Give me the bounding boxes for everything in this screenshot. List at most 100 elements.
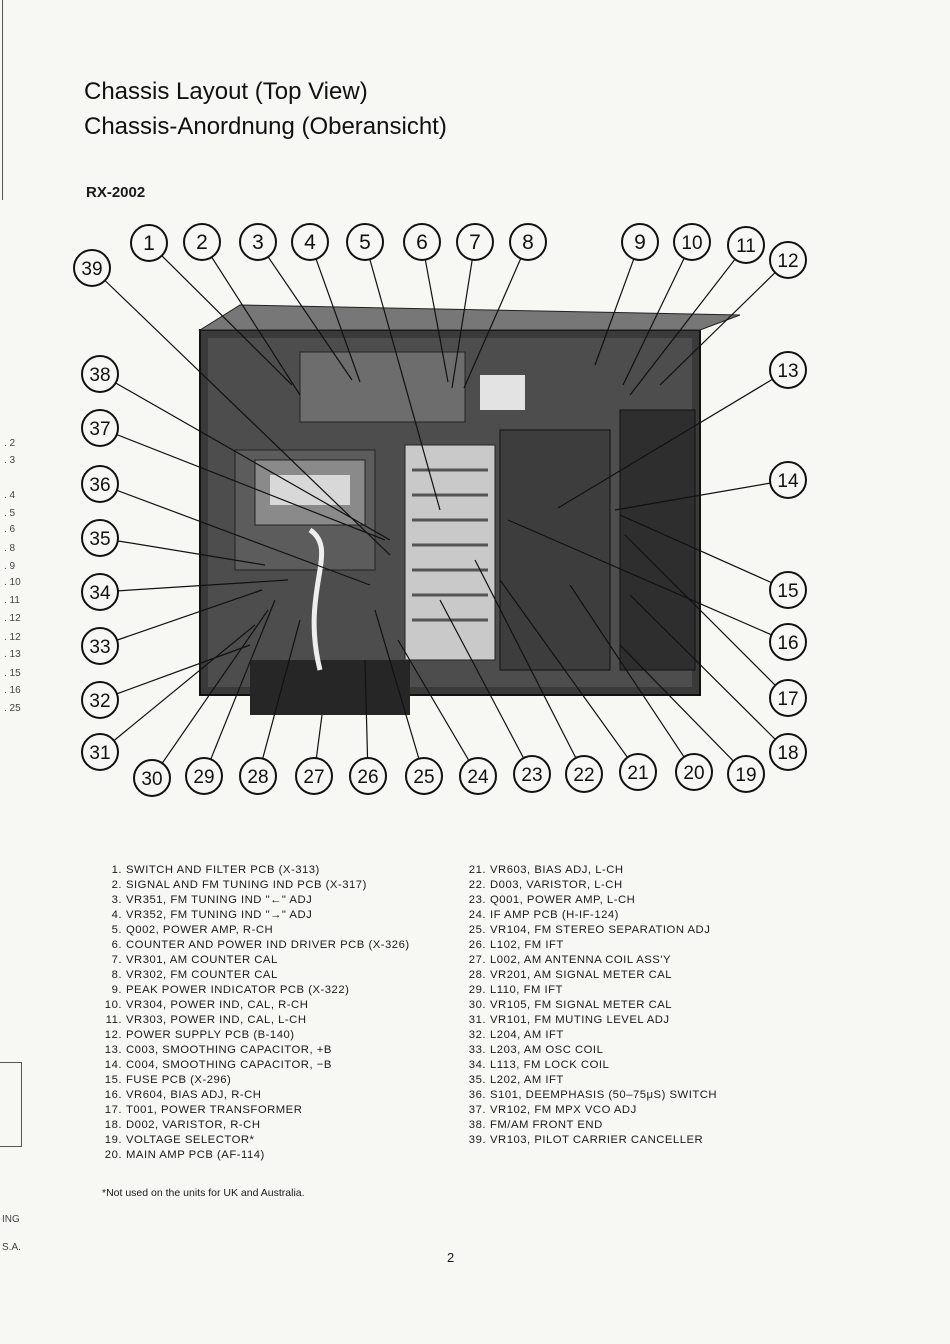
callout-marker: 17 (769, 679, 807, 717)
callout-number: 10 (681, 233, 702, 254)
legend-item-text: Q001, POWER AMP, L-CH (490, 894, 636, 906)
callout-marker: 4 (291, 223, 329, 261)
legend-item: 38.FM/AM FRONT END (462, 1118, 882, 1133)
callout-number: 12 (777, 251, 798, 272)
callout-number: 15 (777, 581, 798, 602)
leader-line (594, 241, 641, 366)
leader-line (201, 241, 301, 396)
legend-item-text: VR102, FM MPX VCO ADJ (490, 1104, 637, 1116)
callout-circle (769, 461, 807, 499)
legend-item-number: 35. (468, 1074, 486, 1086)
margin-mark: . 12 (4, 613, 21, 624)
legend-item: 8.VR302, FM COUNTER CAL (98, 968, 458, 983)
legend-item-number: 17. (104, 1104, 122, 1116)
callout-number: 33 (89, 637, 110, 658)
legend-item-number: 21. (468, 864, 486, 876)
scan-edge-line (0, 1062, 22, 1063)
leader-line (309, 241, 361, 383)
legend-item: 39. VR103, PILOT CARRIER CANCELLER (462, 1133, 882, 1148)
legend-item-text: VR103, PILOT CARRIER CANCELLER (490, 1134, 704, 1146)
callout-number: 3 (252, 231, 264, 254)
legend-item: 20.MAIN AMP PCB (AF-114) (98, 1148, 458, 1163)
legend-item-number: 30. (468, 999, 486, 1011)
callout-circle (81, 519, 119, 557)
scan-edge-line (0, 1146, 22, 1147)
callout-marker: 10 (673, 223, 711, 261)
legend-item-number: 39. (468, 1134, 486, 1146)
legend-item: 11.VR303, POWER IND, CAL, L-CH (98, 1013, 458, 1028)
leader-line (397, 639, 479, 777)
legend-item-text: VR304, POWER IND, CAL, R-CH (126, 999, 309, 1011)
legend-item-number: 31. (468, 1014, 486, 1026)
callout-marker: 20 (675, 753, 713, 791)
legend-item-number: 34. (468, 1059, 486, 1071)
callout-circle (185, 757, 223, 795)
callout-circle (81, 733, 119, 771)
callout-number: 6 (416, 231, 428, 254)
callout-circle (81, 627, 119, 665)
legend-item-number: 23. (468, 894, 486, 906)
legend-item-number: 18. (104, 1119, 122, 1131)
legend-item: 21. VR603, BIAS ADJ, L-CH (462, 863, 882, 878)
legend-item: 25.VR104, FM STEREO SEPARATION ADJ (462, 923, 882, 938)
leader-line (629, 244, 747, 396)
legend-item-text: VR352, FM TUNING IND "→" ADJ (126, 909, 313, 921)
leader-line (151, 609, 269, 779)
legend-item-number: 37. (468, 1104, 486, 1116)
legend-item: 35.L202, AM IFT (462, 1073, 882, 1088)
legend-item: 5.Q002, POWER AMP, R-CH (98, 923, 458, 938)
legend-item: 14.C004, SMOOTHING CAPACITOR, −B (98, 1058, 458, 1073)
margin-mark: . 11 (4, 595, 20, 606)
callout-number: 9 (634, 231, 646, 254)
callout-circle (81, 573, 119, 611)
legend-item-number: 27. (468, 954, 486, 966)
callout-number: 25 (413, 767, 434, 788)
callout-marker: 31 (81, 733, 119, 771)
legend-item-number: 28. (468, 969, 486, 981)
callout-marker: 33 (81, 627, 119, 665)
callout-number: 16 (777, 633, 798, 654)
callout-marker: 1 (130, 224, 168, 262)
callout-number: 37 (89, 419, 110, 440)
callout-circle (81, 355, 119, 393)
legend-item: 6. COUNTER AND POWER IND DRIVER PCB (X-32… (98, 938, 458, 953)
legend-item-text: VR603, BIAS ADJ, L-CH (490, 864, 624, 876)
leader-line (99, 483, 371, 586)
callout-circle (456, 223, 494, 261)
legend-item-text: VOLTAGE SELECTOR* (126, 1134, 255, 1146)
callout-circle (619, 753, 657, 791)
callout-circle (509, 223, 547, 261)
leader-line (569, 584, 695, 773)
callout-circle (403, 223, 441, 261)
legend-item-text: SWITCH AND FILTER PCB (X-313) (126, 864, 320, 876)
legend-item-number: 10. (104, 999, 122, 1011)
callout-marker: 12 (769, 241, 807, 279)
callout-marker: 30 (133, 759, 171, 797)
callout-marker: 25 (405, 757, 443, 795)
legend-item: 30.VR105, FM SIGNAL METER CAL (462, 998, 882, 1013)
legend-item-text: L113, FM LOCK COIL (490, 1059, 610, 1071)
leader-line (614, 479, 789, 511)
callout-circle (81, 409, 119, 447)
legend-item: 2.SIGNAL AND FM TUNING IND PCB (X-317) (98, 878, 458, 893)
legend-item: 24.IF AMP PCB (H-IF-124) (462, 908, 882, 923)
callout-marker: 2 (183, 223, 221, 261)
callout-marker: 3 (239, 223, 277, 261)
legend-item-text: IF AMP PCB (H-IF-124) (490, 909, 619, 921)
legend-item-text: COUNTER AND POWER IND DRIVER PCB (X-326) (126, 939, 410, 951)
legend-item-number: 6. (111, 939, 122, 951)
callout-marker: 7 (456, 223, 494, 261)
callout-number: 22 (573, 765, 594, 786)
margin-mark: . 2 (4, 438, 16, 449)
legend-item: 4.VR352, FM TUNING IND "→" ADJ (98, 908, 458, 923)
callout-number: 26 (357, 767, 378, 788)
legend-item-text: MAIN AMP PCB (AF-114) (126, 1149, 265, 1161)
callout-marker: 32 (81, 681, 119, 719)
callout-circle (769, 733, 807, 771)
legend-item-text: D002, VARISTOR, R-CH (126, 1119, 261, 1131)
legend-item-text: D003, VARISTOR, L-CH (490, 879, 623, 891)
callout-circle (769, 571, 807, 609)
leader-line (99, 427, 386, 541)
callout-number: 23 (521, 765, 542, 786)
